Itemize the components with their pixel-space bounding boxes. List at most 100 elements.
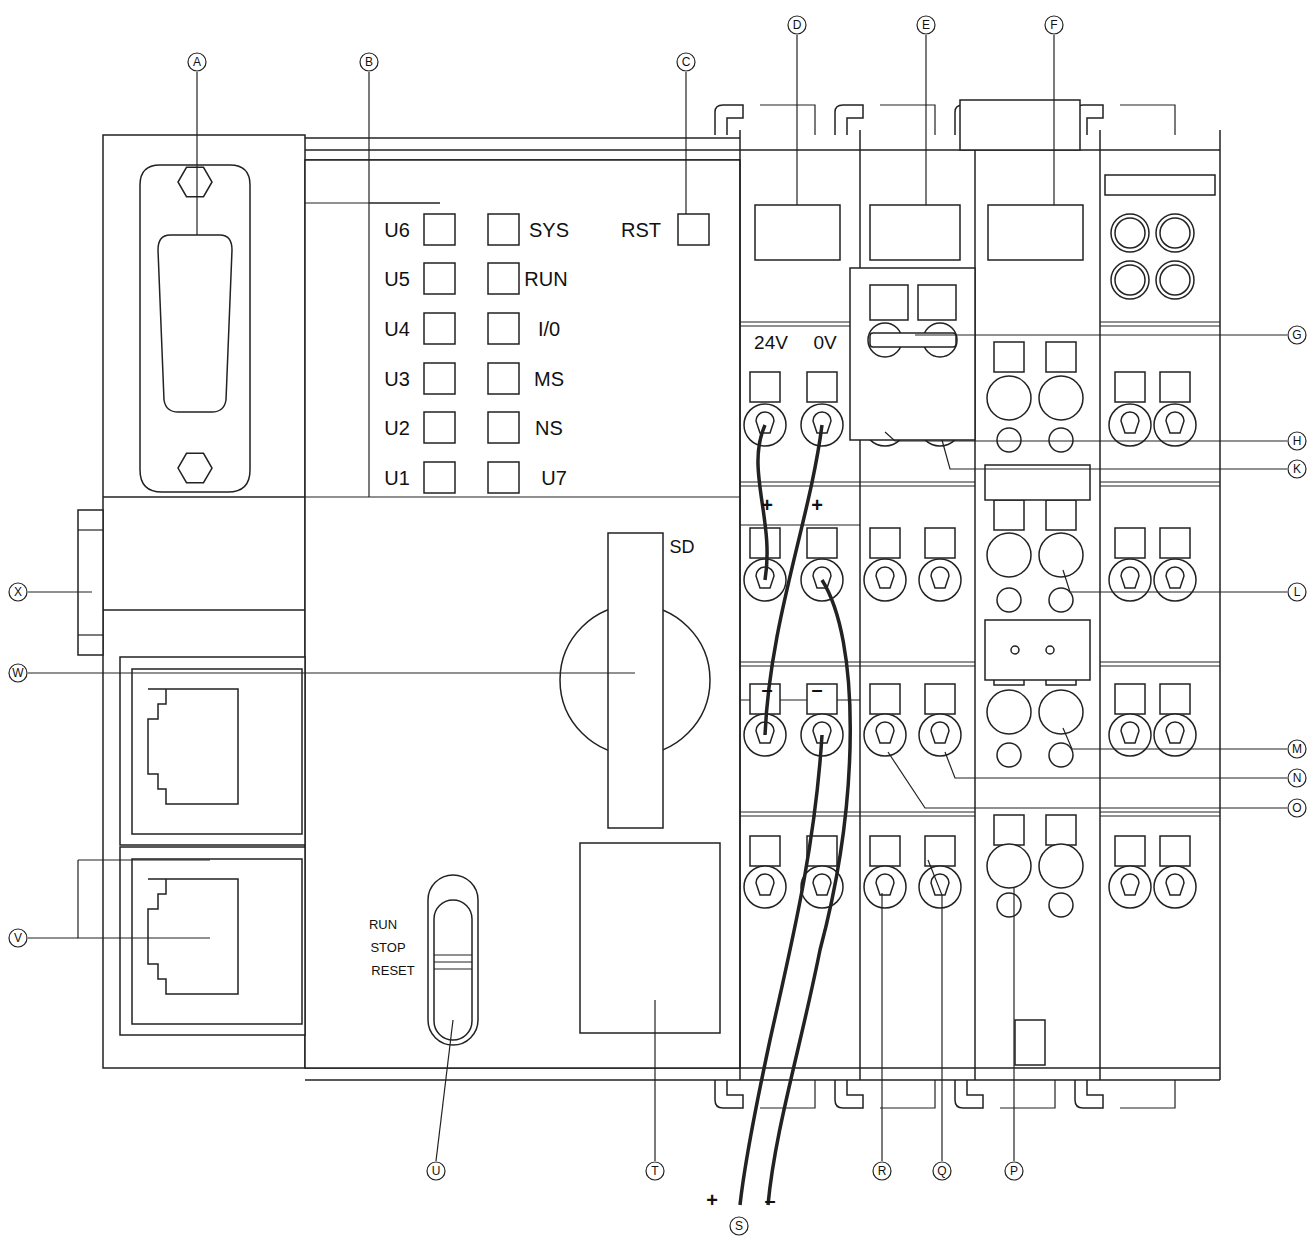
outline (488, 214, 519, 245)
leader-line (1100, 815, 1220, 816)
terminal-circle (1039, 844, 1083, 888)
callout-circle (1288, 326, 1306, 344)
leader-line (1120, 1080, 1175, 1108)
outline (1160, 372, 1190, 402)
leader-line (28, 591, 92, 592)
leader-line (740, 811, 860, 812)
callout-letter: K (1293, 463, 1301, 475)
leader-line (305, 202, 440, 203)
outline (1115, 372, 1145, 402)
terminal-circle (864, 714, 906, 756)
terminal-circle (1011, 646, 1019, 654)
outline (1115, 684, 1145, 714)
outline (1160, 684, 1190, 714)
outline (985, 465, 1090, 500)
panel-label: + (706, 1190, 718, 1210)
outline (424, 313, 455, 344)
leader-line (860, 815, 975, 816)
terminal-circle (864, 866, 906, 908)
callout-circle (917, 16, 935, 34)
callout-circle (188, 53, 206, 71)
terminal-circle (919, 866, 961, 908)
leader-line (434, 961, 472, 962)
panel-label: MS (534, 369, 564, 389)
terminal-circle (1046, 646, 1054, 654)
leader-line (740, 321, 860, 322)
outline (1160, 528, 1190, 558)
outline (424, 462, 455, 493)
wire (768, 580, 850, 1205)
panel-label: RESET (371, 964, 414, 977)
clamp-opening (931, 567, 949, 588)
terminal-circle (1154, 404, 1196, 446)
callout-letter: E (922, 19, 930, 31)
terminal-circle (1111, 214, 1149, 252)
leader-line (78, 634, 103, 635)
leader-line (740, 524, 860, 525)
rail-clip (715, 105, 743, 135)
leader-line (78, 859, 210, 860)
callout-letter: C (682, 56, 691, 68)
rj45-jack (148, 879, 238, 994)
rail-clip (835, 105, 863, 135)
terminal-circle (1115, 265, 1145, 295)
outline (850, 268, 975, 440)
callout-letter: R (878, 1165, 887, 1177)
outline (488, 462, 519, 493)
outline (424, 363, 455, 394)
rail-clip (955, 1080, 983, 1108)
callout-circle (1288, 740, 1306, 758)
leader-line (368, 72, 369, 497)
outline (750, 836, 780, 866)
panel-label: – (811, 679, 822, 699)
terminal-circle (1109, 559, 1151, 601)
panel-label: I/0 (538, 319, 560, 339)
outline (985, 620, 1090, 680)
terminal-circle (987, 376, 1031, 420)
leader-line (888, 752, 1287, 808)
panel-label: + (811, 495, 823, 515)
clamp-opening (813, 567, 831, 588)
callout-letter: M (1292, 743, 1302, 755)
terminal-circle (1039, 376, 1083, 420)
leader-line (796, 35, 797, 205)
panel-label: U5 (384, 269, 410, 289)
terminal-circle (1154, 866, 1196, 908)
callout-letter: S (735, 1220, 743, 1232)
clamp-opening (1166, 874, 1184, 895)
outline (1105, 175, 1215, 195)
outline (988, 205, 1083, 260)
clamp-opening (813, 874, 831, 895)
panel-label: U7 (541, 468, 567, 488)
callout-circle (9, 664, 27, 682)
clamp-opening (876, 567, 894, 588)
leader-line (860, 485, 975, 486)
clamp-opening (876, 874, 894, 895)
outline (424, 214, 455, 245)
outline (1115, 528, 1145, 558)
leader-line (860, 665, 975, 666)
leader-line (103, 609, 305, 611)
callout-letter: D (793, 19, 802, 31)
terminal-circle (997, 428, 1021, 452)
callout-circle (646, 1162, 664, 1180)
terminal-circle (1160, 265, 1190, 295)
callout-circle (1288, 460, 1306, 478)
callout-circle (1005, 1162, 1023, 1180)
outline (488, 263, 519, 294)
outline (608, 533, 663, 828)
leader-line (860, 811, 975, 812)
outline (1046, 342, 1076, 372)
callout-circle (933, 1162, 951, 1180)
leader-line (740, 485, 860, 486)
panel-label: U2 (384, 418, 410, 438)
outline (925, 836, 955, 866)
leader-line (740, 661, 860, 662)
callout-letter: V (14, 932, 22, 944)
outline (870, 205, 960, 260)
leader-line (28, 672, 635, 673)
outline (78, 510, 103, 655)
outline (870, 684, 900, 714)
